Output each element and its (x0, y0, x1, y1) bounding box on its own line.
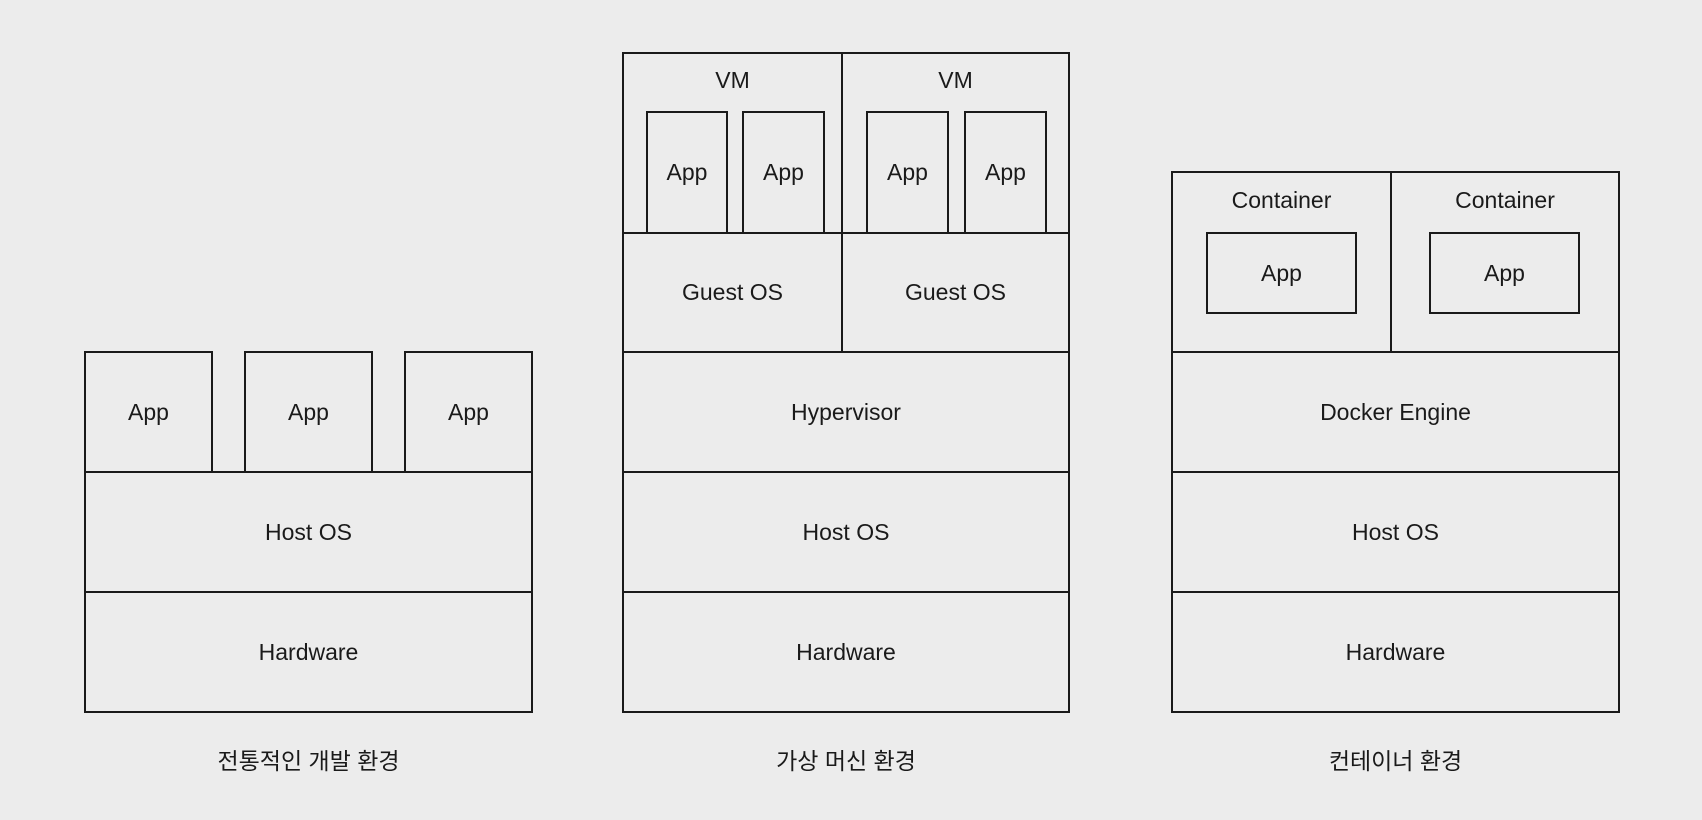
vm-hardware-label: Hardware (796, 639, 896, 665)
guest-os-label-1: Guest OS (682, 279, 783, 305)
traditional-app-label-3: App (448, 399, 489, 425)
container1-app-box (1206, 232, 1357, 314)
panel-vm: VM App App VM App App Guest OS Guest OS … (622, 52, 1070, 774)
container-label-2: Container (1455, 187, 1555, 213)
panel-traditional: App App App Host OS Hardware 전통적인 개발 환경 (84, 351, 533, 774)
traditional-host-os-label: Host OS (265, 519, 352, 545)
vm1-app-label-2: App (763, 159, 804, 185)
guest-os-label-2: Guest OS (905, 279, 1006, 305)
traditional-app-label-2: App (288, 399, 329, 425)
traditional-hardware-label: Hardware (259, 639, 359, 665)
traditional-caption: 전통적인 개발 환경 (217, 748, 399, 774)
container-hardware-box (1171, 591, 1620, 713)
container-hardware-label: Hardware (1346, 639, 1446, 665)
vm-caption: 가상 머신 환경 (776, 748, 916, 774)
vm1-app-label-1: App (667, 159, 708, 185)
vm-host-os-label: Host OS (803, 519, 890, 545)
vm-label-2: VM (938, 67, 973, 93)
hypervisor-label: Hypervisor (791, 399, 901, 425)
vm-hardware-box (622, 591, 1070, 713)
container-host-os-label: Host OS (1352, 519, 1439, 545)
container1-app-label: App (1261, 260, 1302, 286)
panel-container: Container App Container App Docker Engin… (1171, 171, 1620, 774)
container-caption: 컨테이너 환경 (1329, 748, 1462, 774)
container2-app-box (1429, 232, 1580, 314)
vm2-app-label-2: App (985, 159, 1026, 185)
container-label-1: Container (1232, 187, 1332, 213)
vm2-app-label-1: App (887, 159, 928, 185)
container2-app-label: App (1484, 260, 1525, 286)
traditional-app-label-1: App (128, 399, 169, 425)
traditional-hardware-box (84, 591, 533, 713)
docker-engine-label: Docker Engine (1320, 399, 1471, 425)
vm-label-1: VM (715, 67, 750, 93)
